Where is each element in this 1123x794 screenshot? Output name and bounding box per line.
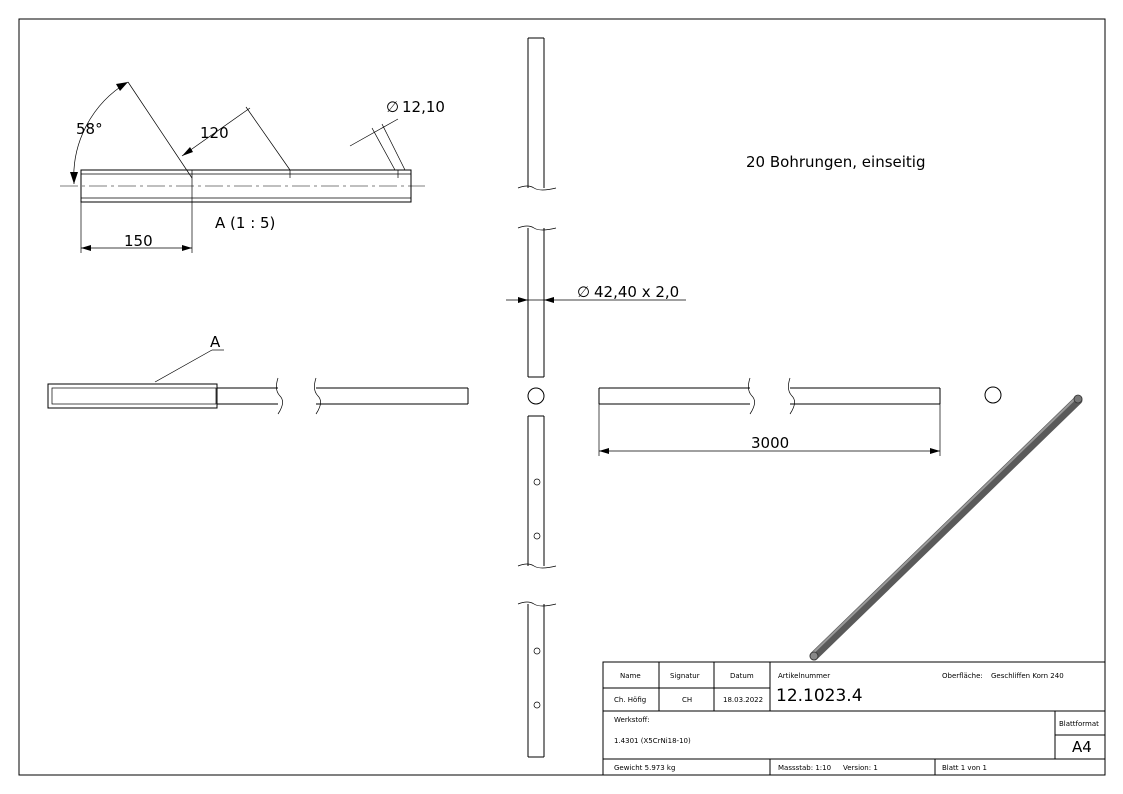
isometric-tube xyxy=(809,394,1083,661)
title-block-frame xyxy=(602,661,1106,776)
dim-angle: 58° xyxy=(76,120,103,138)
section-circle-center xyxy=(527,387,545,405)
dim-spacing: 120 xyxy=(200,124,229,142)
tb-name: Ch. Höfig xyxy=(614,696,646,704)
horizontal-tube-right xyxy=(598,377,941,456)
tb-werkstoff-label: Werkstoff: xyxy=(614,716,650,724)
detail-marker: A xyxy=(210,333,221,351)
tb-oberflaeche: Geschliffen Korn 240 xyxy=(991,672,1064,680)
tb-datum: 18.03.2022 xyxy=(723,696,763,704)
detail-view-a xyxy=(60,81,425,253)
diameter-symbol-hole: ∅ xyxy=(386,98,399,116)
tb-blatt: Blatt 1 von 1 xyxy=(942,764,987,772)
diameter-symbol-tube: ∅ xyxy=(577,283,590,301)
dim-hole-diameter: 12,10 xyxy=(402,98,445,116)
tb-header-datum: Datum xyxy=(730,672,754,680)
tb-massstab: Massstab: 1:10 xyxy=(778,764,831,772)
tb-header-signatur: Signatur xyxy=(670,672,700,680)
tb-oberflaeche-label: Oberfläche: xyxy=(942,672,983,680)
tb-header-artikel: Artikelnummer xyxy=(778,672,830,680)
tb-version: Version: 1 xyxy=(843,764,878,772)
vertical-tube-top xyxy=(506,37,686,378)
dim-tube-size: 42,40 x 2,0 xyxy=(594,283,679,301)
dim-length: 3000 xyxy=(751,434,789,452)
tb-artikelnummer: 12.1023.4 xyxy=(776,686,863,706)
vertical-tube-bottom xyxy=(517,415,557,758)
tb-header-name: Name xyxy=(620,672,641,680)
tb-gewicht: Gewicht 5.973 kg xyxy=(614,764,675,772)
drilling-note: 20 Bohrungen, einseitig xyxy=(746,153,926,171)
dim-offset: 150 xyxy=(124,232,153,250)
section-circle-right xyxy=(984,386,1002,404)
horizontal-tube-left xyxy=(47,349,469,415)
tb-blattformat: A4 xyxy=(1072,738,1092,756)
drawing-frame xyxy=(18,18,1106,776)
tb-blattformat-label: Blattformat xyxy=(1059,720,1099,728)
tb-signatur: CH xyxy=(682,696,692,704)
detail-label: A (1 : 5) xyxy=(215,214,275,232)
tb-werkstoff: 1.4301 (X5CrNi18-10) xyxy=(614,737,691,745)
